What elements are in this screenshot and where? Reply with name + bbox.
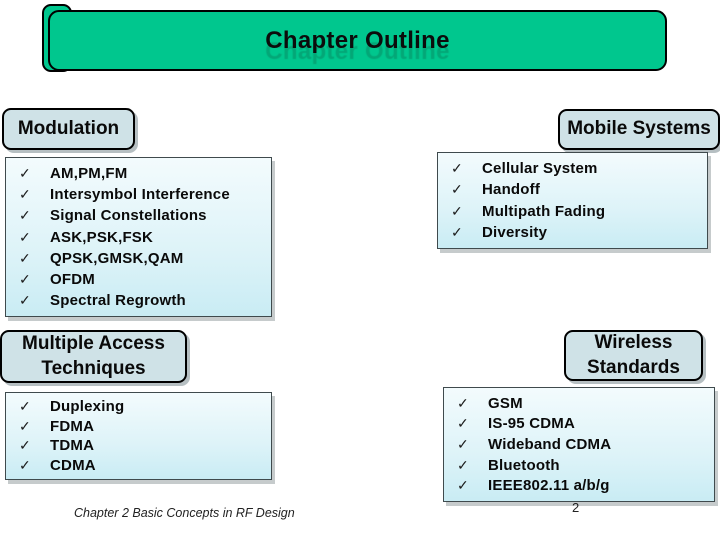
section-title: Multiple Access Techniques (22, 332, 165, 379)
check-bullet-icon: ✓ (19, 249, 31, 266)
title-banner: Chapter Outline (48, 10, 667, 71)
page-title: Chapter Outline (265, 26, 450, 54)
list-item-label: Intersymbol Interference (50, 186, 230, 204)
check-bullet-icon: ✓ (19, 165, 31, 182)
list-item-label: Cellular System (482, 160, 598, 178)
section-title: Wireless Standards (587, 331, 680, 378)
list-item-label: ASK,PSK,FSK (50, 228, 154, 246)
list-item: ✓ Spectral Regrowth (6, 292, 271, 309)
list-item-label: Duplexing (50, 398, 125, 416)
check-bullet-icon: ✓ (19, 270, 31, 287)
list-item: ✓ IEEE802.11 a/b/g (444, 477, 714, 494)
list-item-label: Wideband CDMA (488, 435, 612, 453)
list-item: ✓ OFDM (6, 271, 271, 288)
list-item: ✓ IS-95 CDMA (444, 415, 714, 432)
bullet-list-multiple-access: ✓ Duplexing ✓ FDMA ✓ TDMA ✓ CDMA (5, 392, 272, 480)
list-item-label: Diversity (482, 223, 548, 241)
list-item: ✓ TDMA (6, 437, 271, 454)
list-item-label: FDMA (50, 417, 95, 435)
list-item-label: GSM (488, 394, 523, 412)
check-bullet-icon: ✓ (451, 202, 463, 219)
list-item: ✓ CDMA (6, 457, 271, 474)
list-item-label: TDMA (50, 437, 95, 455)
section-title: Mobile Systems (567, 118, 711, 140)
check-bullet-icon: ✓ (19, 291, 31, 308)
check-bullet-icon: ✓ (451, 223, 463, 240)
list-item-label: Signal Constellations (50, 207, 207, 225)
section-header-wireless-standards: Wireless Standards (564, 330, 703, 381)
check-bullet-icon: ✓ (457, 415, 469, 432)
list-item: ✓ Wideband CDMA (444, 436, 714, 453)
check-bullet-icon: ✓ (457, 477, 469, 494)
bullet-list-wireless-standards: ✓GSM✓IS-95 CDMA✓Wideband CDMA✓Bluetooth✓… (443, 387, 715, 502)
list-item: ✓ Bluetooth (444, 457, 714, 474)
check-bullet-icon: ✓ (19, 207, 31, 224)
check-bullet-icon: ✓ (19, 437, 31, 454)
list-item: ✓ GSM (444, 395, 714, 412)
list-item: ✓ Handoff (438, 181, 707, 198)
check-bullet-icon: ✓ (19, 417, 31, 434)
check-bullet-icon: ✓ (19, 398, 31, 415)
section-header-multiple-access: Multiple Access Techniques (0, 330, 187, 383)
list-item: ✓ FDMA (6, 418, 271, 435)
list-item-label: IS-95 CDMA (488, 415, 576, 433)
list-item: ✓ Duplexing (6, 398, 271, 415)
list-item-label: IEEE802.11 a/b/g (488, 477, 610, 495)
page-number: 2 (572, 500, 580, 515)
list-item-label: Multipath Fading (482, 202, 606, 220)
list-item-label: CDMA (50, 456, 96, 474)
list-item: ✓ Multipath Fading (438, 203, 707, 220)
list-item: ✓ Diversity (438, 224, 707, 241)
list-item-label: AM,PM,FM (50, 165, 128, 183)
check-bullet-icon: ✓ (457, 456, 469, 473)
check-bullet-icon: ✓ (457, 394, 469, 411)
list-item: ✓ Cellular System (438, 160, 707, 177)
section-header-modulation: Modulation (2, 108, 135, 150)
list-item-label: Spectral Regrowth (50, 291, 186, 309)
section-header-mobile-systems: Mobile Systems (558, 109, 720, 150)
section-title: Modulation (17, 117, 120, 139)
footer-text: Chapter 2 Basic Concepts in RF Design (74, 506, 295, 520)
list-item: ✓ AM,PM,FM (6, 165, 271, 182)
list-item-label: OFDM (50, 270, 95, 288)
check-bullet-icon: ✓ (451, 181, 463, 198)
list-item: ✓ Signal Constellations (6, 207, 271, 224)
list-item: ✓ ASK,PSK,FSK (6, 229, 271, 246)
bullet-list-mobile-systems: ✓ Cellular System ✓ Handoff ✓ Multipath Fadin… (437, 152, 708, 249)
check-bullet-icon: ✓ (19, 228, 31, 245)
check-bullet-icon: ✓ (19, 456, 31, 473)
list-item-label: Handoff (482, 181, 541, 199)
check-bullet-icon: ✓ (457, 435, 469, 452)
list-item-label: QPSK,GMSK,QAM (50, 249, 184, 267)
check-bullet-icon: ✓ (451, 160, 463, 177)
list-item: ✓ Intersymbol Interference (6, 186, 271, 203)
list-item: ✓ QPSK,GMSK,QAM (6, 250, 271, 267)
bullet-list-modulation: ✓ AM,PM,FM ✓ Intersymbol Interference ✓ Signa… (5, 157, 272, 317)
list-item-label: Bluetooth (488, 456, 560, 474)
check-bullet-icon: ✓ (19, 186, 31, 203)
